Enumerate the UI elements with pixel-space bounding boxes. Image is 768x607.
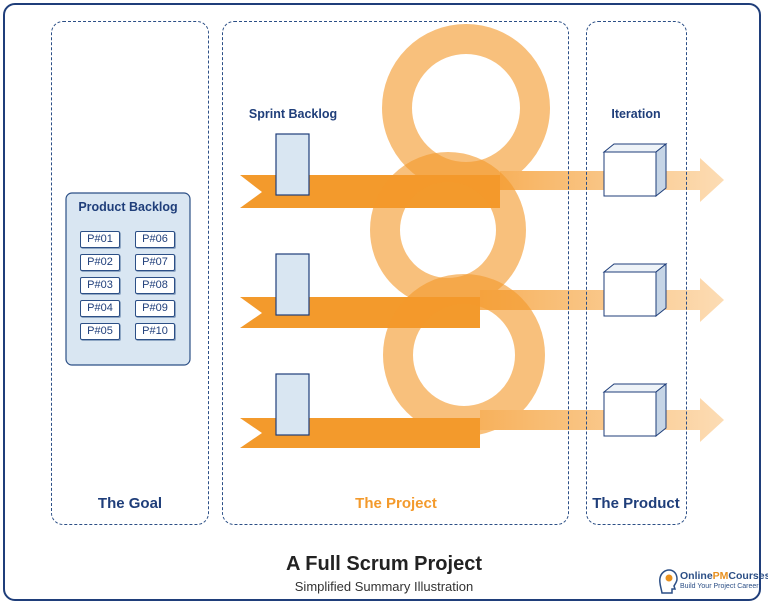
logo-brand-online: Online: [680, 570, 713, 582]
product-zone: [586, 21, 687, 525]
backlog-item: P#02: [80, 254, 120, 271]
backlog-item: P#04: [80, 300, 120, 317]
outer-frame: [3, 3, 761, 601]
backlog-item: P#07: [135, 254, 175, 271]
logo-brand: OnlinePMCourses: [680, 570, 768, 582]
logo-brand-pm: PM: [712, 570, 729, 582]
project-zone: [222, 21, 569, 525]
backlog-item: P#09: [135, 300, 175, 317]
iteration-heading: Iteration: [611, 107, 661, 121]
goal-zone: [51, 21, 209, 525]
iteration-product-box-icon: [602, 262, 668, 318]
backlog-item: P#05: [80, 323, 120, 340]
sprint-arrow-head-3: [480, 398, 724, 442]
backlog-item: P#01: [80, 231, 120, 248]
diagram-subtitle: Simplified Summary Illustration: [294, 579, 474, 594]
diagram-title: A Full Scrum Project: [286, 553, 482, 575]
backlog-item: P#03: [80, 277, 120, 294]
logo-head-icon: [659, 569, 678, 594]
iteration-product-box-icon: [602, 142, 668, 198]
logo-tagline: Build Your Project Career: [680, 583, 759, 590]
sprint-backlog-heading: Sprint Backlog: [248, 107, 338, 121]
product-backlog-title: Product Backlog: [78, 200, 178, 214]
logo-brand-courses: Courses: [728, 570, 768, 582]
iteration-product-box-icon: [602, 382, 668, 438]
sprint-backlog-card-icon: [275, 373, 310, 436]
goal-zone-label: The Goal: [97, 495, 163, 512]
sprint-backlog-card-icon: [275, 133, 310, 196]
sprint-backlog-card-icon: [275, 253, 310, 316]
sprint-flow-3: [240, 274, 724, 448]
product-zone-label: The Product: [592, 495, 680, 512]
backlog-item: P#06: [135, 231, 175, 248]
onlinepmcourses-logo: OnlinePMCourses Build Your Project Caree…: [658, 568, 768, 596]
project-zone-label: The Project: [355, 495, 437, 512]
backlog-item: P#10: [135, 323, 175, 340]
sprint-arrow-head-2: [480, 278, 724, 322]
backlog-item: P#08: [135, 277, 175, 294]
